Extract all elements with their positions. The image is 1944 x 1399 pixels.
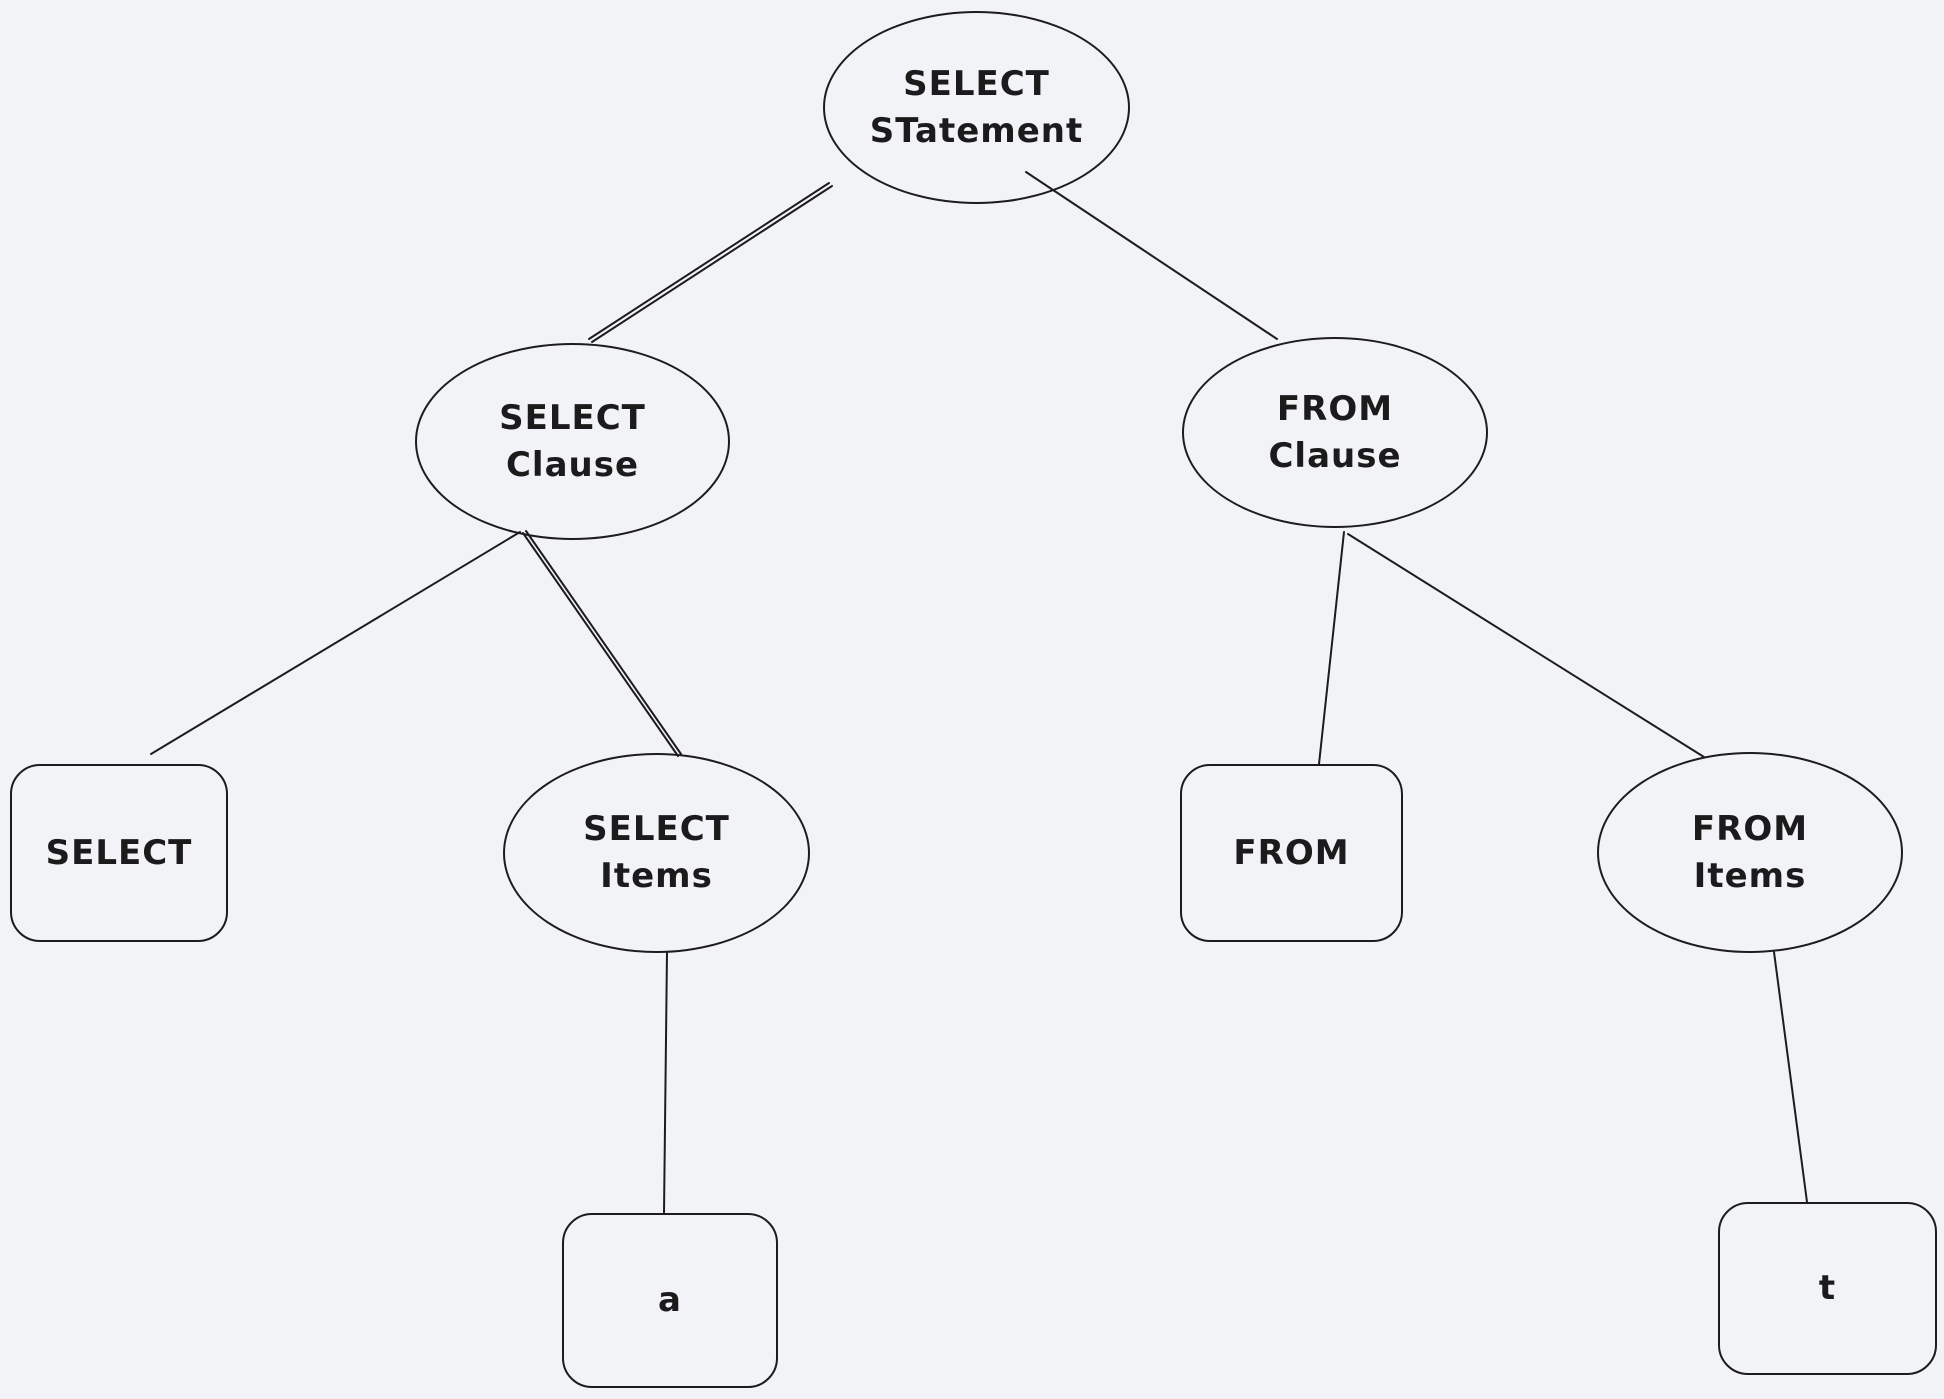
edge-select-clause-select-items-stroke2 [525,530,682,755]
node-from-keyword: FROM [1180,764,1403,942]
node-from-clause: FROM Clause [1182,337,1488,528]
node-select-clause-label: SELECT Clause [499,397,646,485]
node-select-clause: SELECT Clause [415,343,730,540]
edge-from-items-t [1773,951,1808,1203]
node-t: t [1718,1202,1937,1375]
node-select-statement: SELECT STatement [823,11,1130,204]
edge-from-clause-from-items [1347,533,1705,758]
edge-select-clause-select-keyword [150,531,521,755]
edge-select-statement-select-clause-stroke2 [591,185,833,343]
node-select-items: SELECT Items [503,753,810,953]
node-from-clause-label: FROM Clause [1268,388,1402,476]
node-select-keyword-label: SELECT [45,832,193,873]
edge-select-statement-select-clause [588,182,830,340]
edge-from-clause-from-keyword [1318,531,1345,765]
node-select-statement-label: SELECT STatement [869,63,1084,151]
node-a-label: a [658,1280,682,1321]
edge-select-items-a [663,951,668,1214]
node-from-items-label: FROM Items [1691,808,1809,896]
node-t-label: t [1818,1268,1837,1309]
node-a: a [562,1213,778,1388]
node-from-items: FROM Items [1597,752,1903,953]
edge-select-statement-from-clause [1025,171,1278,340]
node-select-keyword: SELECT [10,764,228,942]
edge-select-clause-select-items [522,532,679,757]
node-select-items-label: SELECT Items [583,809,730,896]
node-from-keyword-label: FROM [1233,832,1350,873]
